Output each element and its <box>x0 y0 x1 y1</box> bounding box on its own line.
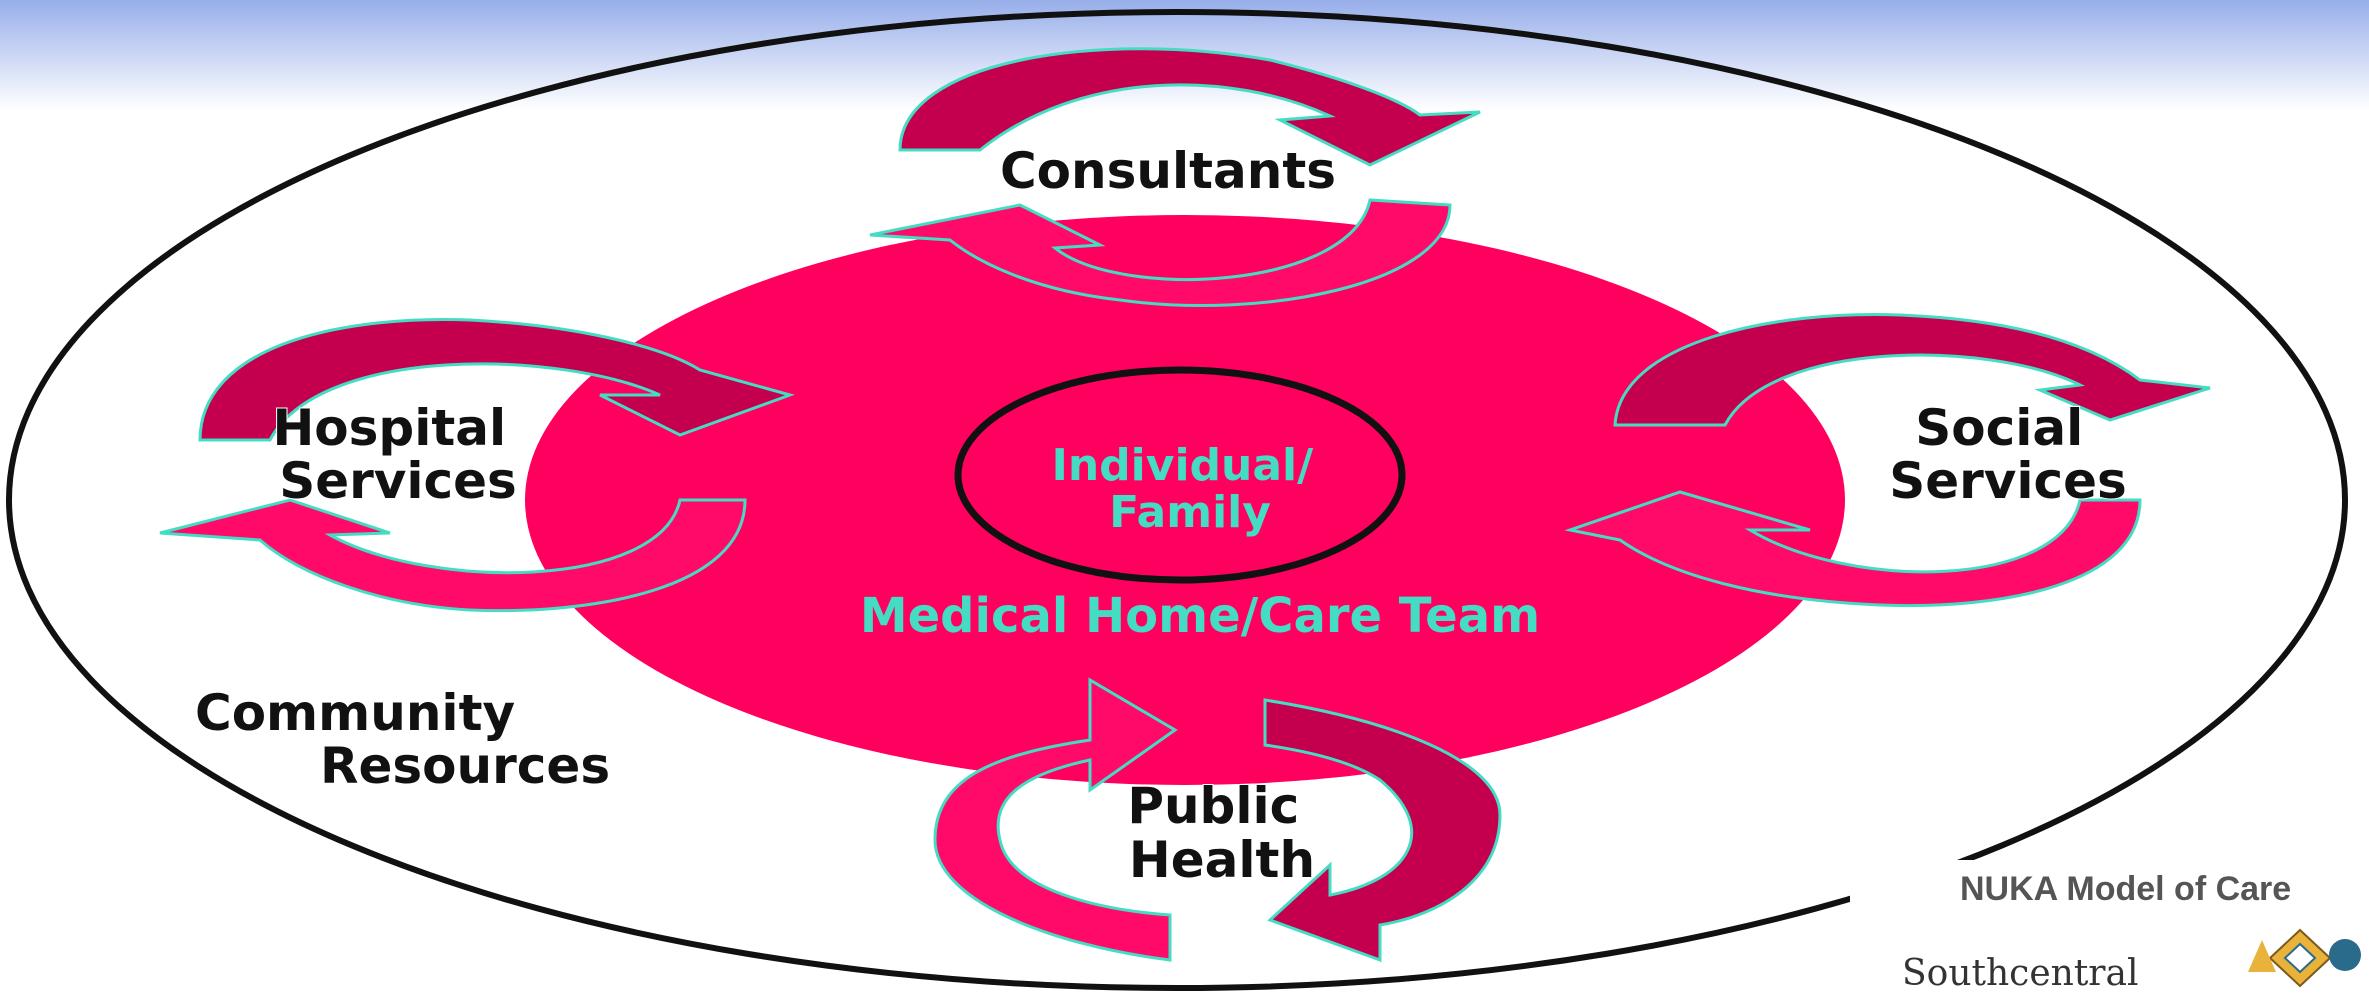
care-team-label: Medical Home/Care Team <box>860 588 1540 644</box>
southcentral-logo-icon <box>2248 928 2361 988</box>
footer-panel <box>1850 860 2369 996</box>
southcentral-text: Southcentral <box>1902 953 2138 994</box>
community-label: Community Resources <box>195 684 610 795</box>
nuka-title: NUKA Model of Care <box>1960 870 2291 908</box>
consultants-cycle-arrows <box>869 47 1481 308</box>
consultants-label: Consultants <box>1000 142 1336 200</box>
care-team-circle <box>525 215 1845 785</box>
social-label: Social Services <box>1889 399 2127 510</box>
public-health-cycle-arrows <box>933 677 1502 963</box>
social-cycle-arrows <box>1564 313 2211 608</box>
hospital-label: Hospital Services <box>272 399 523 510</box>
hospital-cycle-arrows <box>159 318 795 613</box>
outer-ellipse <box>6 9 2348 991</box>
individual-label: Individual/ Family <box>1051 440 1328 538</box>
individual-family-ring <box>954 366 1406 584</box>
public-health-label: Public Health <box>1127 777 1316 889</box>
